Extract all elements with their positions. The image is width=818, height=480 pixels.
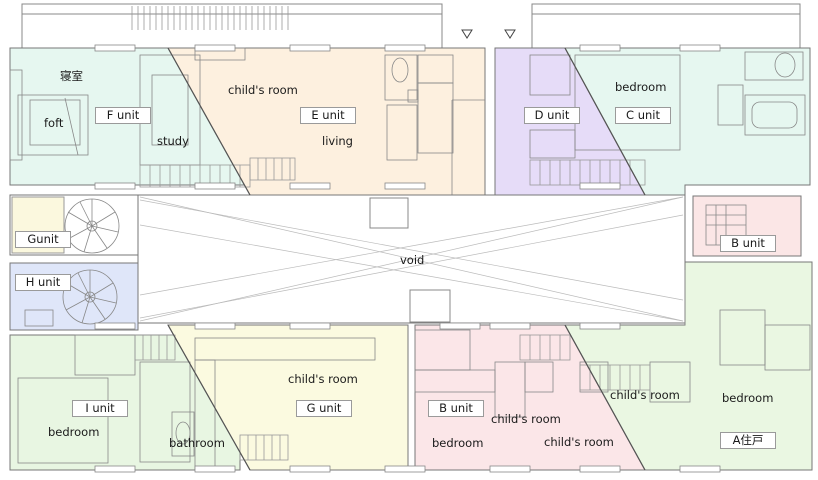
label-shinshitsu: 寝室 — [60, 69, 83, 83]
void-opening-bottom — [409, 289, 451, 323]
label-childs-room-bottom-center: child's room — [288, 372, 358, 386]
label-study: study — [157, 134, 189, 148]
unit-tag-a: A住戸 — [720, 432, 776, 449]
unit-tag-e: E unit — [300, 107, 356, 124]
void-cross-lines — [139, 196, 684, 322]
top-balcony-right — [531, 3, 801, 49]
label-childs-room-b1: child's room — [491, 412, 561, 426]
label-bathroom: bathroom — [169, 436, 225, 450]
label-childs-room-top: child's room — [228, 83, 298, 97]
label-living: living — [322, 134, 353, 148]
label-bedroom-top-right: bedroom — [615, 80, 667, 94]
unit-tag-b-right: B unit — [720, 235, 776, 252]
label-bedroom-bottom-right: bedroom — [722, 391, 774, 405]
stairs-bottom — [134, 334, 651, 461]
unit-tag-c: C unit — [615, 107, 671, 124]
unit-e-furniture — [194, 47, 485, 195]
unit-tag-b-lower: B unit — [428, 400, 484, 417]
unit-tag-g-lower: G unit — [296, 400, 352, 417]
label-bedroom-bottom-left: bedroom — [48, 425, 100, 439]
top-balcony-left — [21, 3, 443, 49]
void-opening-top — [369, 197, 409, 229]
top-stair-hatch — [131, 6, 289, 30]
label-void: void — [400, 253, 425, 267]
wall-openings — [94, 44, 721, 473]
unit-tag-h: H unit — [15, 274, 71, 291]
unit-c-furniture — [529, 51, 806, 159]
entrance-markers — [461, 29, 516, 39]
unit-tag-d: D unit — [524, 107, 580, 124]
unit-tag-i: I unit — [72, 400, 128, 417]
label-foft: foft — [44, 116, 64, 130]
label-childs-room-b2: child's room — [544, 435, 614, 449]
diagonal-walls — [167, 47, 646, 471]
label-childs-room-right: child's room — [610, 388, 680, 402]
label-bedroom-bottom-center: bedroom — [432, 436, 484, 450]
unit-tag-f: F unit — [95, 107, 151, 124]
unit-tag-g: Gunit — [15, 231, 71, 248]
spiral-stairs — [24, 198, 747, 327]
